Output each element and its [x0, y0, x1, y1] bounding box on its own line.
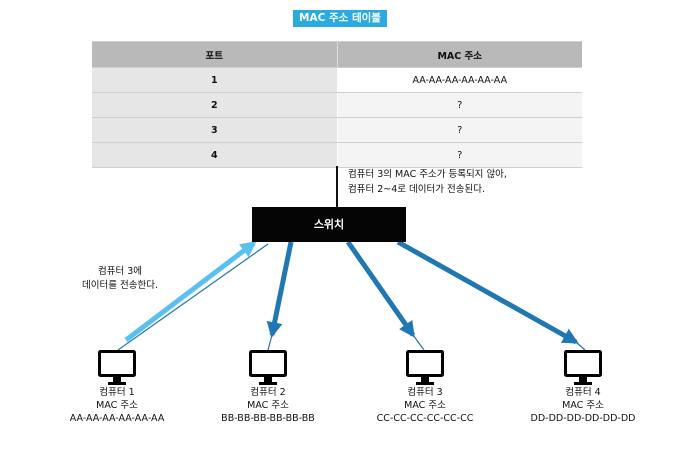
mac-address-table: 포트 MAC 주소 1 AA-AA-AA-AA-AA-AA 2 ? 3 ? 4 …: [92, 41, 582, 168]
pc4-link-line: [575, 341, 586, 351]
mac-column-header: MAC 주소: [337, 41, 582, 68]
send-note-line: 컴퓨터 3에: [97, 266, 143, 277]
computer-mac-address: BB-BB-BB-BB-BB-BB: [221, 413, 315, 424]
flooding-note: 컴퓨터 3의 MAC 주소가 등록되지 않아, 컴퓨터 2~4로 데이터가 전송…: [348, 167, 507, 197]
flooding-note-line: 컴퓨터 2~4로 데이터가 전송된다.: [348, 184, 486, 195]
monitor-icon: [406, 350, 444, 385]
port-column-header: 포트: [92, 41, 338, 68]
computer-mac-label: MAC 주소: [96, 400, 138, 411]
computer-mac-label: MAC 주소: [562, 400, 604, 411]
pc2-link-line: [267, 334, 273, 351]
computer-mac-address: DD-DD-DD-DD-DD-DD: [530, 413, 636, 424]
pc3-link-line: [412, 334, 425, 351]
flooding-note-line: 컴퓨터 3의 MAC 주소가 등록되지 않아,: [348, 169, 507, 180]
mac-cell: ?: [337, 117, 582, 143]
mac-table-title: MAC 주소 테이블: [293, 10, 387, 27]
table-row: 4 ?: [92, 142, 582, 168]
send-note: 컴퓨터 3에 데이터를 전송한다.: [58, 265, 182, 293]
computer-name: 컴퓨터 4: [565, 387, 601, 398]
pc1-link-line: [117, 243, 269, 351]
send-arrow: [124, 241, 257, 342]
monitor-icon: [98, 350, 136, 385]
mac-cell: ?: [337, 142, 582, 168]
mac-cell: ?: [337, 92, 582, 118]
computer-1: 컴퓨터 1 MAC 주소 AA-AA-AA-AA-AA-AA: [52, 350, 182, 425]
monitor-icon: [249, 350, 287, 385]
computer-mac-label: MAC 주소: [404, 400, 446, 411]
computer-name: 컴퓨터 1: [99, 387, 135, 398]
port-cell: 3: [92, 117, 338, 143]
computer-mac-address: CC-CC-CC-CC-CC-CC: [376, 413, 474, 424]
table-row: 2 ?: [92, 92, 582, 118]
flood-arrow-pc3: [345, 240, 416, 338]
computer-3: 컴퓨터 3 MAC 주소 CC-CC-CC-CC-CC-CC: [360, 350, 490, 425]
network-switch: 스위치: [252, 207, 406, 242]
table-header-row: 포트 MAC 주소: [92, 41, 582, 68]
computer-2: 컴퓨터 2 MAC 주소 BB-BB-BB-BB-BB-BB: [203, 350, 333, 425]
mac-cell: AA-AA-AA-AA-AA-AA: [337, 67, 582, 93]
computer-mac-address: AA-AA-AA-AA-AA-AA: [69, 413, 165, 424]
port-cell: 2: [92, 92, 338, 118]
monitor-icon: [564, 350, 602, 385]
computer-4: 컴퓨터 4 MAC 주소 DD-DD-DD-DD-DD-DD: [518, 350, 648, 425]
flood-arrow-pc2: [266, 241, 294, 339]
flood-arrow-pc4: [396, 239, 579, 345]
send-note-line: 데이터를 전송한다.: [82, 280, 158, 291]
table-row: 1 AA-AA-AA-AA-AA-AA: [92, 67, 582, 93]
switch-label: 스위치: [313, 218, 345, 231]
port-cell: 4: [92, 142, 338, 168]
computer-name: 컴퓨터 3: [407, 387, 443, 398]
computer-name: 컴퓨터 2: [250, 387, 286, 398]
computer-mac-label: MAC 주소: [247, 400, 289, 411]
table-row: 3 ?: [92, 117, 582, 143]
